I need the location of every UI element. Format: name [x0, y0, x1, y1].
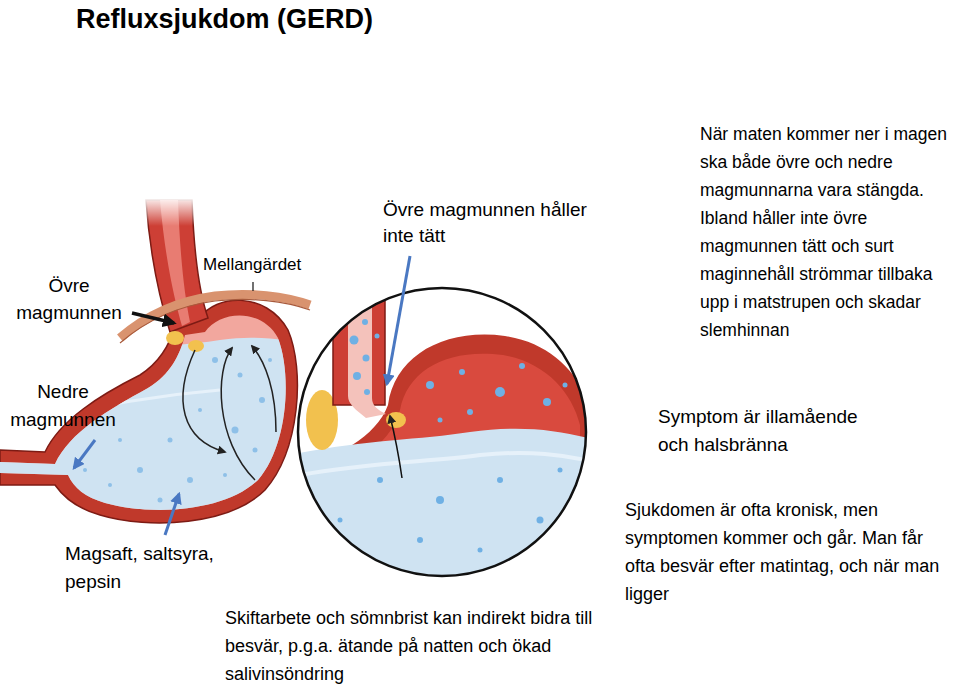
diagram-title: Refluxsjukdom (GERD) [76, 2, 373, 36]
explanation-text: Sjukdomen är ofta kronisk, men symptomen… [625, 496, 955, 608]
explanation-text: Skiftarbete och sömnbrist kan indirekt b… [225, 604, 615, 688]
stomach-figure [0, 196, 310, 540]
magnified-inset [290, 280, 595, 590]
part-label: Nedre magmunnen [2, 378, 124, 434]
part-label: Övre magmunnen [8, 272, 130, 326]
symptom-note: Symptom är illamående och halsbränna [658, 403, 883, 459]
explanation-text: När maten kommer ner i magen ska både öv… [700, 120, 955, 344]
callout-label: Övre magmunnen håller inte tätt [383, 197, 608, 249]
leader-lines [74, 256, 410, 535]
part-label: Mellangärdet [203, 254, 318, 276]
part-label: Magsaft, saltsyra, pepsin [65, 540, 250, 596]
